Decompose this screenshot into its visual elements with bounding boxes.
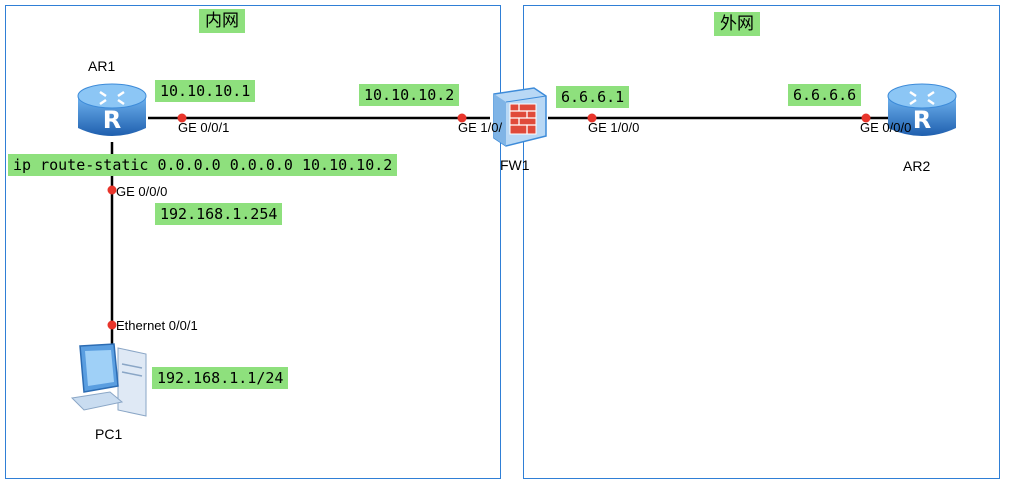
ip-pc1: 192.168.1.1/24 [152, 367, 289, 389]
router-icon: R [77, 83, 147, 136]
port-label-ar2-ge000: GE 0/0/0 [860, 120, 912, 135]
static-route-note: ip route-static 0.0.0.0 0.0.0.0 10.10.10… [8, 154, 398, 176]
inner-network-zone [5, 5, 501, 479]
port-dot-fw1-outer [587, 113, 597, 123]
port-label-pc1-eth: Ethernet 0/0/1 [116, 318, 198, 333]
port-dot-pc1-eth [107, 320, 117, 330]
port-label-fw1-outer: GE 1/0/0 [588, 120, 640, 135]
router-icon: R [887, 83, 957, 136]
fw1-firewall[interactable] [484, 86, 550, 152]
ip-ar1-ge000: 192.168.1.254 [155, 203, 283, 225]
pc-icon [70, 343, 147, 417]
ar1-router[interactable]: R [76, 82, 148, 144]
svg-text:R: R [103, 106, 121, 134]
port-dot-ar2 [861, 113, 871, 123]
ar1-label: AR1 [88, 58, 116, 74]
ar2-router[interactable]: R [886, 82, 958, 144]
port-label-ar1-ge000: GE 0/0/0 [116, 184, 168, 199]
port-label-ar1-ge001: GE 0/0/1 [178, 120, 230, 135]
svg-text:R: R [913, 106, 931, 134]
ar2-label: AR2 [903, 158, 931, 174]
inner-network-title: 内网 [199, 9, 245, 33]
port-label-fw1-inner: GE 1/0/ [458, 120, 503, 135]
port-dot-fw1-inner [457, 113, 467, 123]
ip-ar1-ge001: 10.10.10.1 [155, 80, 256, 102]
ip-fw1-outer: 6.6.6.1 [556, 86, 630, 108]
pc1-computer[interactable] [66, 342, 152, 418]
pc1-label: PC1 [95, 426, 123, 442]
ip-fw1-inner: 10.10.10.2 [359, 84, 460, 106]
firewall-icon [493, 87, 547, 147]
port-dot-ar1-ge001 [177, 113, 187, 123]
outer-network-title: 外网 [714, 12, 760, 36]
ip-ar2: 6.6.6.6 [788, 84, 862, 106]
outer-network-zone [523, 5, 1000, 479]
fw1-label: FW1 [500, 157, 530, 173]
port-dot-ar1-ge000 [107, 185, 117, 195]
